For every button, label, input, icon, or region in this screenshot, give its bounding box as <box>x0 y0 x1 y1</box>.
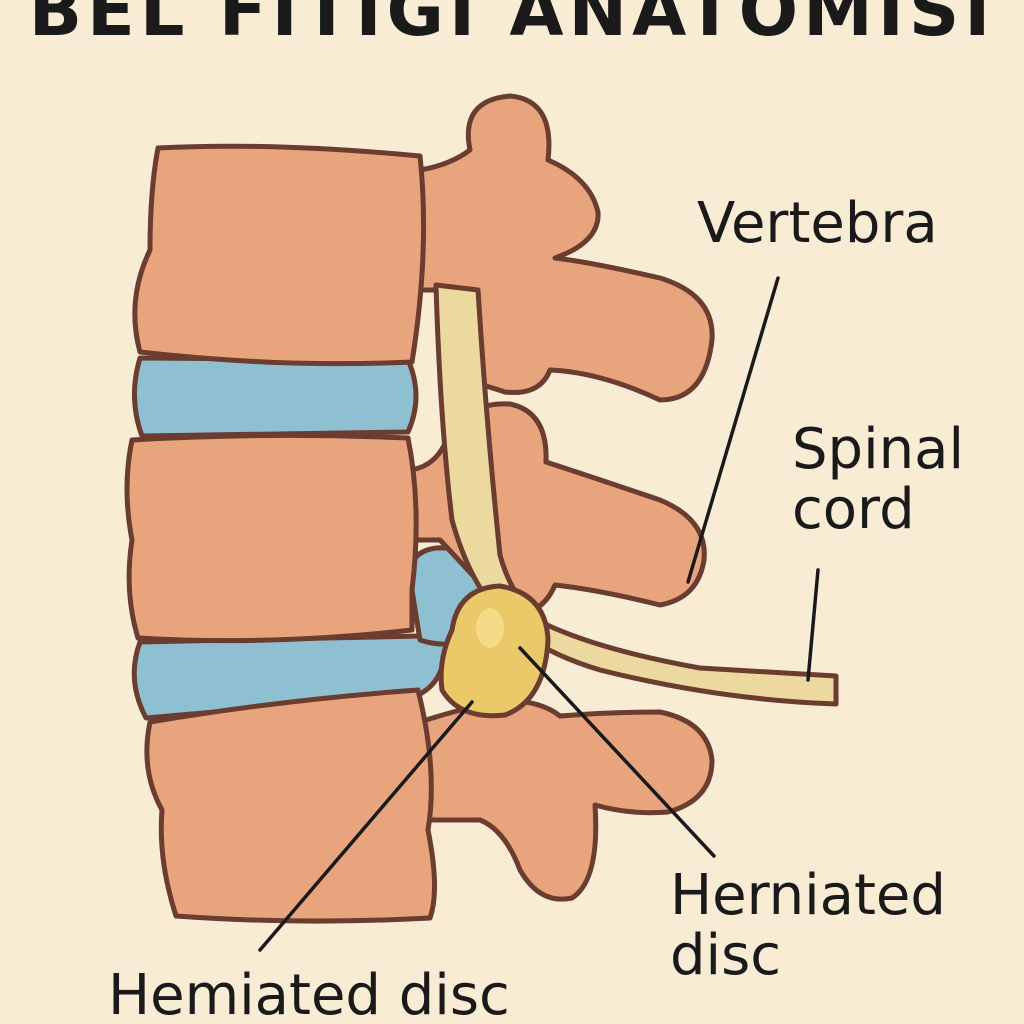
label-spinal-cord-line2: cord <box>792 477 915 543</box>
leader-line-hemiated-disc <box>258 700 474 952</box>
vertebral-body-middle <box>124 432 419 644</box>
label-herniated-disc-line2: disc <box>670 923 782 989</box>
page-title: BEL FITIGI ANATOMISI <box>28 0 996 52</box>
leader-line-herniated-disc <box>518 646 716 858</box>
label-vertebra: Vertebra <box>697 191 938 256</box>
vertebra-lower-process <box>417 697 715 902</box>
leader-line-spinal-cord <box>806 568 820 682</box>
label-herniated-disc-line1: Herniated <box>670 863 946 928</box>
vertebral-body-upper <box>132 143 427 367</box>
label-herniated-disc: Herniated disc <box>670 863 946 989</box>
spinal-cord-nerve <box>433 282 839 707</box>
intervertebral-disc-upper <box>131 355 419 439</box>
label-spinal-cord: Spinal cord <box>792 417 965 543</box>
label-spinal-cord-line1: Spinal <box>792 417 965 482</box>
label-hemiated-disc: Hemiated disc <box>108 963 510 1024</box>
vertebra-upper-process <box>417 93 715 403</box>
herniated-disc-blob <box>438 583 551 719</box>
hernia-highlight <box>476 608 504 648</box>
leader-line-vertebra <box>686 276 780 584</box>
vertebral-body-lower <box>144 687 437 924</box>
